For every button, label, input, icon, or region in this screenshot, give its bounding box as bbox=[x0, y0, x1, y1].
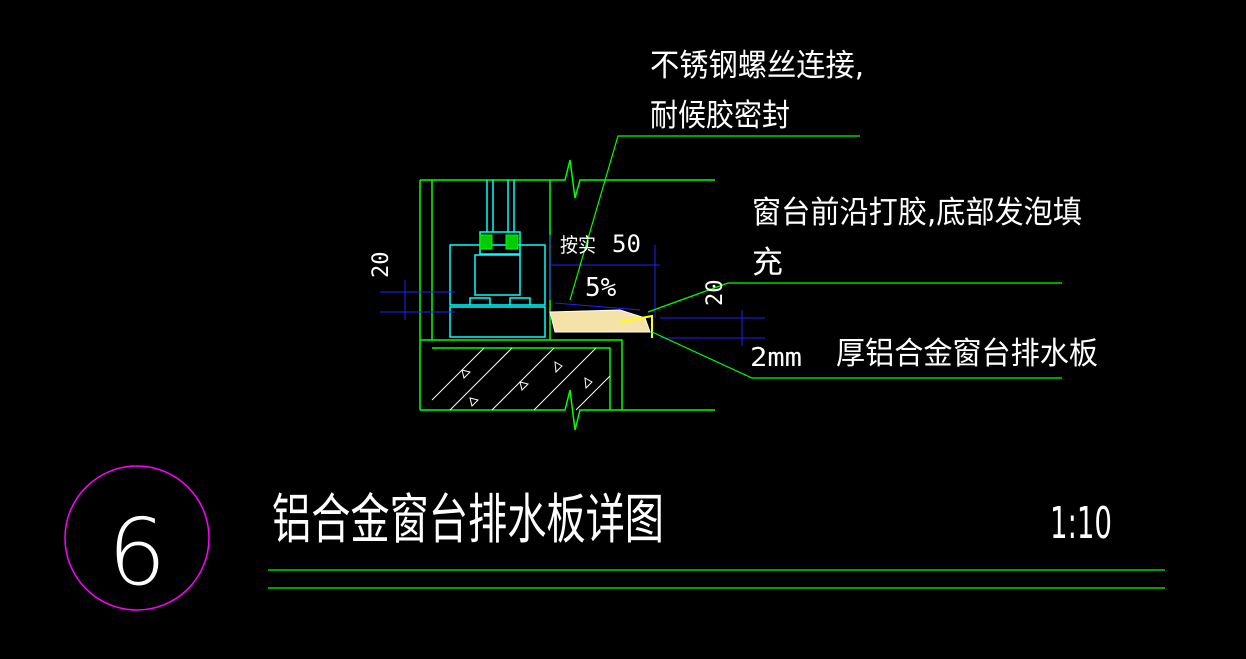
drain-plate-lip bbox=[619, 314, 653, 338]
dim-width-50: 50 bbox=[612, 230, 641, 258]
callout-plate-thickness: 2mm bbox=[750, 343, 802, 373]
callout-screw-line1: 不锈钢螺丝连接, bbox=[650, 48, 864, 84]
leader-lines bbox=[569, 135, 1062, 379]
drain-plate bbox=[549, 309, 651, 333]
callout-plate-desc: 厚铝合金窗台排水板 bbox=[836, 336, 1098, 372]
detail-number-circle bbox=[64, 465, 210, 611]
wall-outline bbox=[419, 159, 715, 431]
seal-beads bbox=[479, 234, 519, 250]
dim-right-20: 20 bbox=[703, 280, 728, 307]
callout-screw-line2: 耐候胶密封 bbox=[650, 98, 790, 134]
dim-slope: 5% bbox=[585, 273, 617, 303]
dimension-lines bbox=[380, 235, 765, 346]
callout-sill-line1: 窗台前沿打胶,底部发泡填 bbox=[752, 195, 1082, 231]
window-frame-profile bbox=[449, 180, 546, 338]
concrete-hatch bbox=[431, 347, 611, 411]
detail-number: 6 bbox=[108, 499, 167, 606]
dim-press-label: 按实 bbox=[560, 233, 596, 257]
callout-sill-line2: 充 bbox=[752, 245, 783, 281]
dim-left-20: 20 bbox=[369, 252, 394, 279]
drawing-title: 铝合金窗台排水板详图 bbox=[272, 488, 664, 551]
drawing-scale: 1:10 bbox=[1050, 498, 1112, 549]
